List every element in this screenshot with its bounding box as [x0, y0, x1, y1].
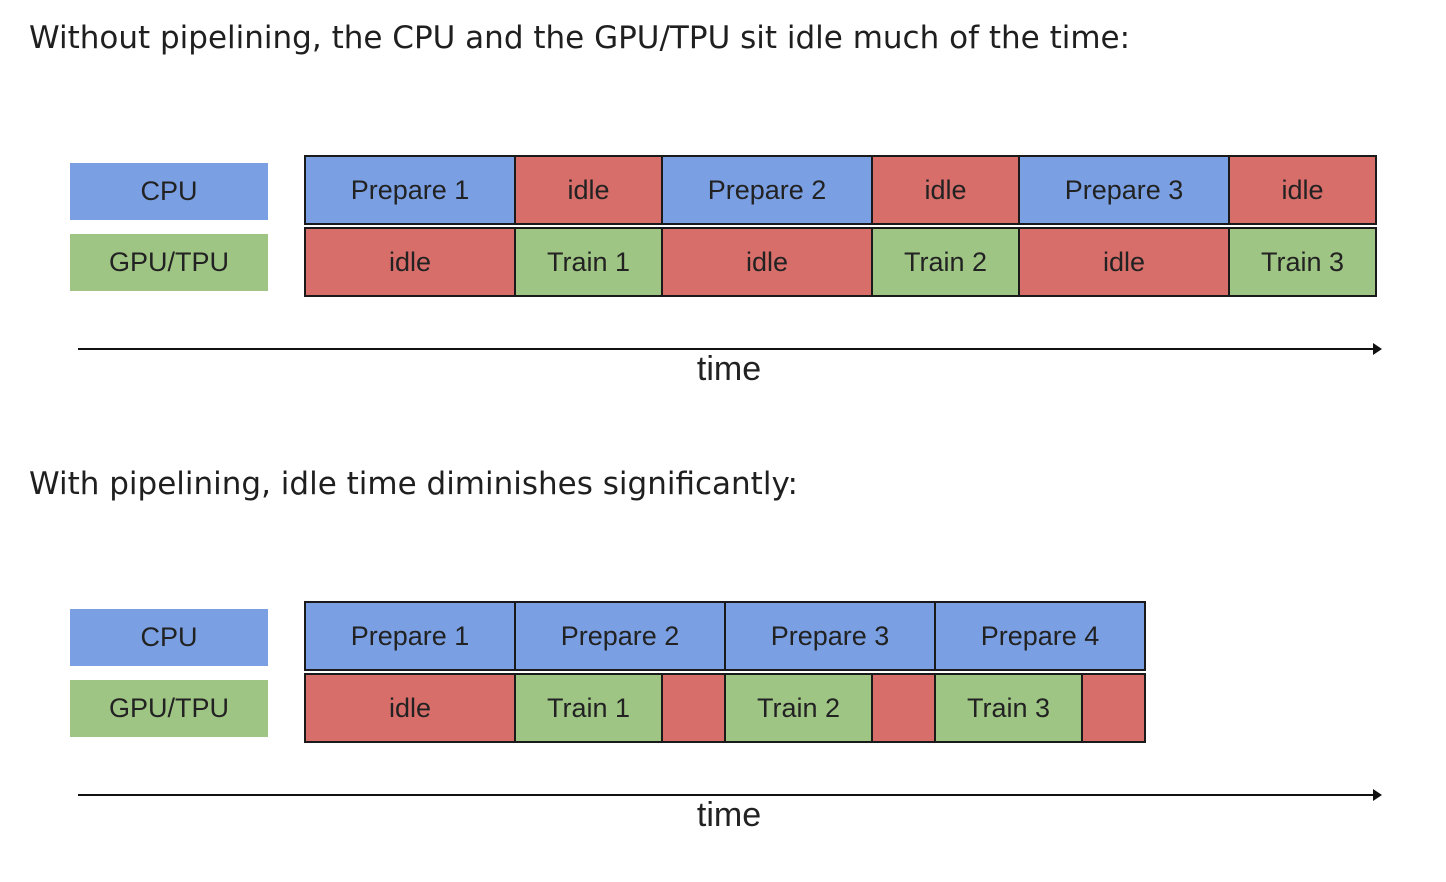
diagram-2-cpu-segment-prepare-1: Prepare 1: [304, 601, 516, 671]
diagram-2-gpu-segment-idle: [661, 673, 726, 743]
legend-gpu-tpu: GPU/TPU: [70, 234, 268, 291]
diagram-2-gpu-segment-idle: [1081, 673, 1146, 743]
diagram-1-cpu-segment-prepare-3: Prepare 3: [1018, 155, 1230, 225]
diagram-1-time-axis: [78, 343, 1382, 355]
diagram-2-cpu-segment-prepare-2: Prepare 2: [514, 601, 726, 671]
caption-without-pipelining: Without pipelining, the CPU and the GPU/…: [29, 20, 1131, 56]
diagram-1-cpu-segment-prepare-1: Prepare 1: [304, 155, 516, 225]
caption-with-pipelining: With pipelining, idle time diminishes si…: [29, 466, 798, 502]
diagram-1-gpu-segment-train-1: Train 1: [514, 227, 663, 297]
diagram-1-gpu-segment-train-3: Train 3: [1228, 227, 1377, 297]
diagram-1-cpu-segment-idle: idle: [514, 155, 663, 225]
diagram-2-gpu-segment-train-3: Train 3: [934, 673, 1083, 743]
diagram-1-cpu-segment-idle: idle: [1228, 155, 1377, 225]
diagram-2-cpu-segment-prepare-4: Prepare 4: [934, 601, 1146, 671]
legend-gpu-tpu: GPU/TPU: [70, 680, 268, 737]
diagram-1-gpu-segment-train-2: Train 2: [871, 227, 1020, 297]
diagram-1-gpu-segment-idle: idle: [304, 227, 516, 297]
diagram-2-time-axis: [78, 789, 1382, 801]
diagram-1-time-label: time: [696, 350, 762, 388]
diagram-1-gpu-segment-idle: idle: [1018, 227, 1230, 297]
legend-cpu: CPU: [70, 163, 268, 220]
diagram-2-time-label: time: [696, 796, 762, 834]
diagram-1-cpu-segment-prepare-2: Prepare 2: [661, 155, 873, 225]
diagram-2-cpu-segment-prepare-3: Prepare 3: [724, 601, 936, 671]
legend-cpu: CPU: [70, 609, 268, 666]
diagram-2-gpu-segment-idle: [871, 673, 936, 743]
diagram-1-cpu-segment-idle: idle: [871, 155, 1020, 225]
diagram-2-gpu-segment-train-2: Train 2: [724, 673, 873, 743]
diagram-2-gpu-segment-idle: idle: [304, 673, 516, 743]
diagram-1-gpu-segment-idle: idle: [661, 227, 873, 297]
diagram-2-gpu-segment-train-1: Train 1: [514, 673, 663, 743]
